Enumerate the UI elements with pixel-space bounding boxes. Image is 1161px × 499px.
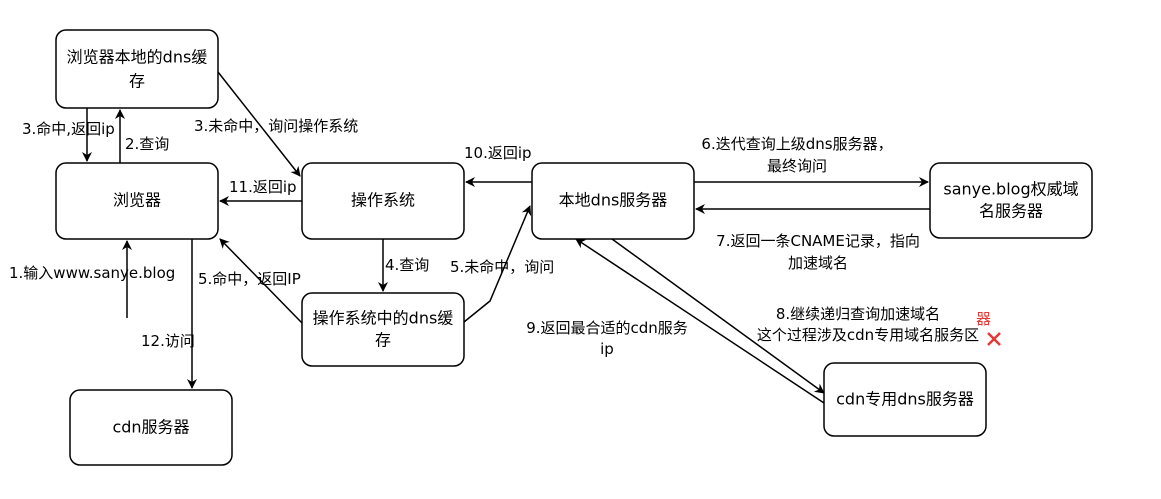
os-cache-node: 操作系统中的dns缓 存	[301, 292, 465, 367]
authoritative-label-line1: sanye.blog权威域	[943, 180, 1078, 199]
edge-9-return-cdn	[575, 238, 825, 404]
delete-x-icon	[987, 332, 1001, 346]
edge-5a-label: 5.命中，返回IP	[198, 270, 301, 288]
edge-9-label-line1: 9.返回最合适的cdn服务	[526, 319, 688, 337]
edge-3a-label: 3.命中,返回ip	[22, 120, 115, 138]
edge-3-miss	[217, 71, 301, 177]
edge-6-label-line1: 6.迭代查询上级dns服务器，	[701, 135, 892, 153]
edge-7-label-line1: 7.返回一条CNAME记录，指向	[716, 232, 920, 250]
edge-6-label-line2: 最终询问	[767, 157, 827, 175]
edge-9-label-line2: ip	[600, 340, 614, 358]
browser-cache-label-line2: 存	[129, 72, 145, 91]
edge-7-label-line2: 加速域名	[788, 254, 848, 272]
edge-3b-label: 3.未命中，询问操作系统	[194, 117, 358, 135]
browser-cache-node: 浏览器本地的dns缓 存	[55, 29, 219, 109]
browser-label: 浏览器	[113, 191, 161, 210]
edge-2-label: 2.查询	[125, 135, 169, 153]
edge-10-label: 10.返回ip	[464, 144, 532, 162]
edge-5-miss	[463, 205, 532, 323]
browser-cache-label-line1: 浏览器本地的dns缓	[67, 48, 208, 67]
cdn-server-node: cdn服务器	[69, 389, 233, 466]
edge-5b-label: 5.未命中，询问	[450, 258, 554, 276]
local-dns-label: 本地dns服务器	[559, 191, 668, 210]
os-label: 操作系统	[351, 191, 415, 210]
browser-node: 浏览器	[55, 162, 219, 240]
cdn-dns-node: cdn专用dns服务器	[823, 362, 987, 437]
cdn-server-label: cdn服务器	[112, 418, 189, 437]
edge-8-label-line2: 这个过程涉及cdn专用域名服务区	[757, 326, 979, 344]
edge-8-correction-char: 器	[976, 310, 991, 328]
os-cache-label-line2: 存	[375, 331, 391, 350]
os-node: 操作系统	[301, 162, 465, 240]
authoritative-label-line2: 名服务器	[979, 202, 1043, 221]
os-cache-label-line1: 操作系统中的dns缓	[313, 309, 454, 328]
edge-1-label: 1.输入www.sanye.blog	[9, 264, 175, 282]
edge-5-hit	[219, 238, 303, 324]
edge-8-label-line1: 8.继续递归查询加速域名	[776, 305, 940, 323]
authoritative-node: sanye.blog权威域 名服务器	[929, 162, 1093, 239]
edge-8-recurse	[611, 238, 825, 394]
local-dns-node: 本地dns服务器	[531, 162, 695, 240]
edge-4-label: 4.查询	[385, 256, 429, 274]
edge-11-label: 11.返回ip	[229, 178, 297, 196]
cdn-dns-label: cdn专用dns服务器	[836, 390, 974, 409]
edge-12-label: 12.访问	[141, 332, 195, 350]
